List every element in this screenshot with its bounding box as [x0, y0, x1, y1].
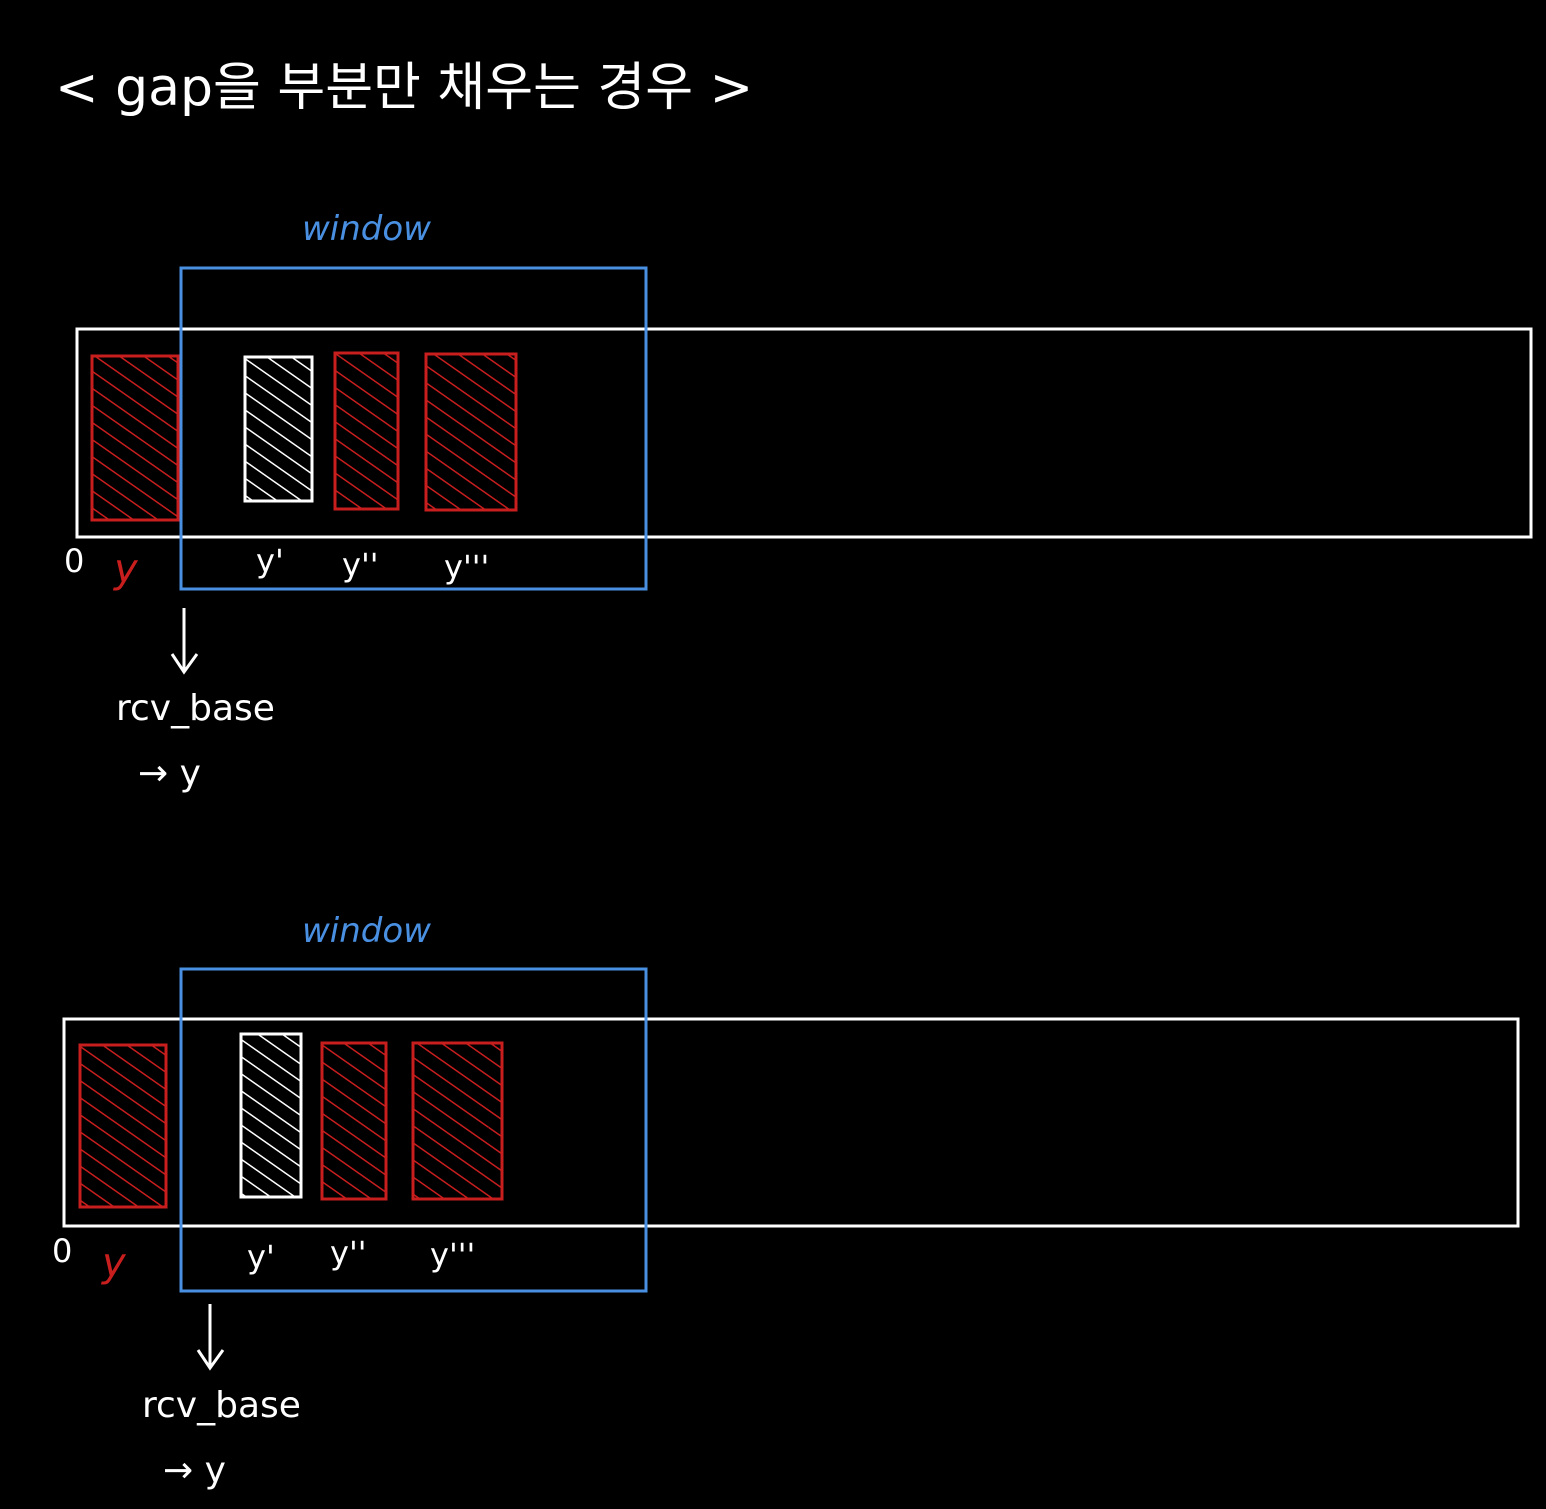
received-segment-y-double-prime: [320, 1041, 388, 1201]
base-seq-label: y: [113, 546, 139, 592]
rcv-base-value: → y: [163, 1450, 226, 1491]
diagram-title: < gap을 부분만 채우는 경우 >: [55, 58, 753, 118]
window-label: window: [302, 209, 431, 249]
segment-label-y-prime: y': [247, 1238, 275, 1276]
segment-label-y-triple-prime: y''': [430, 1236, 475, 1274]
received-segment-y: [90, 354, 180, 522]
receive-window: [179, 967, 648, 1293]
panel-2: window 0 y y' y'' y''' rcv_base → y: [52, 911, 1520, 1491]
pending-segment-y-prime: [243, 355, 314, 503]
origin-label: 0: [64, 542, 84, 580]
received-segment-y-double-prime: [333, 351, 400, 511]
rcv-base-label: rcv_base: [116, 688, 275, 729]
down-arrow-icon: [170, 608, 199, 675]
origin-label: 0: [52, 1232, 72, 1270]
received-segment-y-triple-prime: [424, 352, 518, 512]
segment-label-y-triple-prime: y''': [444, 548, 489, 586]
panel-1: window 0 y y' y'' y''' rcv_base → y: [64, 209, 1533, 794]
pending-segment-y-prime: [239, 1032, 303, 1199]
rcv-base-value: → y: [138, 753, 201, 794]
window-label: window: [302, 911, 431, 951]
segment-label-y-double-prime: y'': [330, 1234, 367, 1272]
received-segment-y-triple-prime: [411, 1041, 504, 1201]
down-arrow-icon: [196, 1304, 225, 1371]
buffer-bar: [62, 1017, 1520, 1228]
received-segment-y: [78, 1043, 168, 1209]
segment-label-y-double-prime: y'': [342, 546, 379, 584]
base-seq-label: y: [101, 1240, 127, 1286]
segment-label-y-prime: y': [256, 542, 284, 580]
buffer-bar: [75, 327, 1533, 539]
rcv-base-label: rcv_base: [142, 1385, 301, 1426]
receive-window: [179, 266, 648, 591]
